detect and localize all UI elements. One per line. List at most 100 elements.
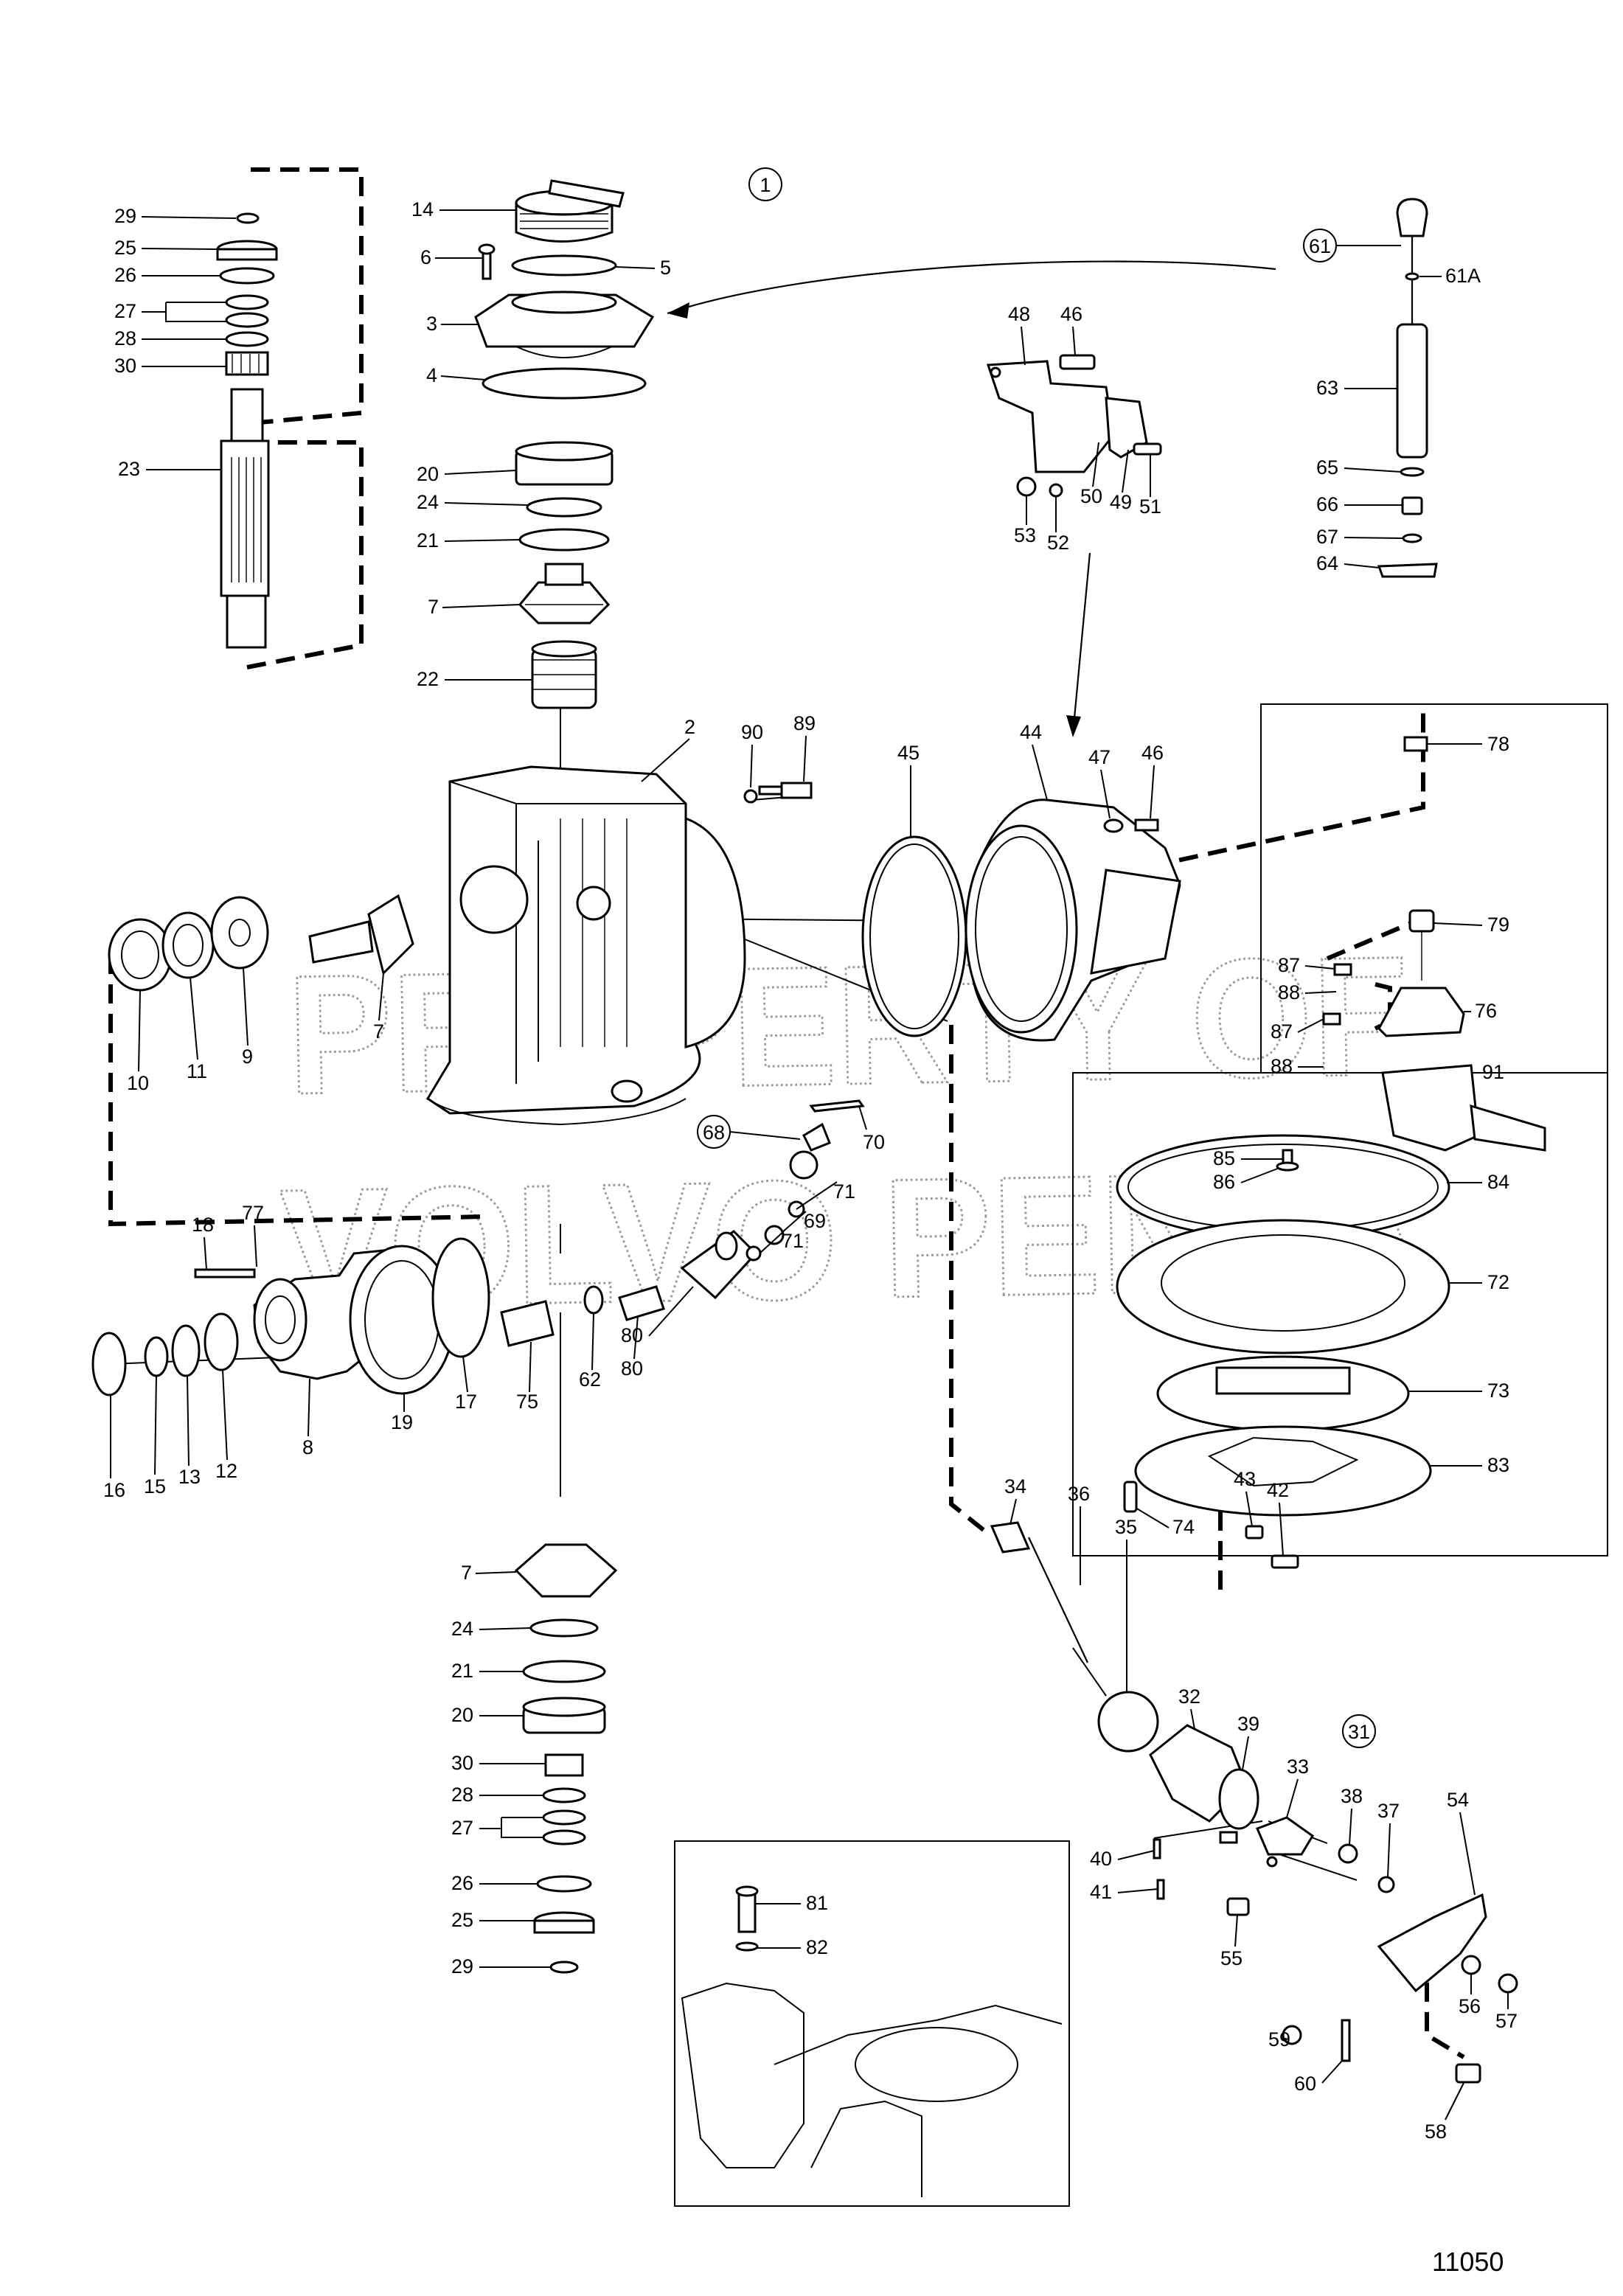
label-27: 27 <box>114 300 136 322</box>
label-2: 2 <box>684 716 695 738</box>
label-30: 30 <box>114 355 136 377</box>
label-53: 53 <box>1014 524 1036 546</box>
center-small-parts <box>500 1099 865 1347</box>
label-71-upper: 71 <box>833 1180 855 1203</box>
label-20: 20 <box>417 463 439 485</box>
label-37: 37 <box>1377 1800 1400 1822</box>
label-85: 85 <box>1213 1147 1235 1169</box>
callout-31: 31 <box>1348 1721 1370 1743</box>
label-64: 64 <box>1316 552 1338 574</box>
label-45: 45 <box>897 742 920 764</box>
label-25: 25 <box>114 237 136 259</box>
label-63: 63 <box>1316 377 1338 399</box>
callout-circles: 1 31 61 68 <box>697 167 1401 1748</box>
label-74: 74 <box>1172 1516 1195 1538</box>
label-10: 10 <box>127 1072 149 1094</box>
label-18: 18 <box>192 1214 214 1236</box>
label-73: 73 <box>1487 1380 1509 1402</box>
callout-61: 61 <box>1309 235 1331 257</box>
label-71-lower: 71 <box>782 1230 804 1252</box>
label-6: 6 <box>420 246 431 268</box>
inset-view-drawing <box>681 1885 1063 2197</box>
label-7: 7 <box>428 596 439 618</box>
label-82: 82 <box>806 1936 828 1958</box>
mounting-assembly-box-outer <box>1260 703 1608 1073</box>
label-70: 70 <box>863 1131 885 1153</box>
label-78: 78 <box>1487 733 1509 755</box>
label-86: 86 <box>1213 1171 1235 1193</box>
label-41: 41 <box>1090 1881 1112 1903</box>
mount-internals <box>1116 736 1546 1517</box>
label-33: 33 <box>1287 1756 1309 1778</box>
label-28b: 28 <box>451 1784 473 1806</box>
label-76: 76 <box>1475 1000 1497 1022</box>
label-21b: 21 <box>451 1660 473 1682</box>
label-62: 62 <box>579 1368 601 1391</box>
label-66: 66 <box>1316 493 1338 515</box>
label-15: 15 <box>144 1475 166 1497</box>
label-13: 13 <box>178 1466 201 1488</box>
label-40: 40 <box>1090 1848 1112 1870</box>
label-14: 14 <box>411 198 434 220</box>
bearing-housing-8 <box>91 1237 490 1396</box>
label-60: 60 <box>1294 2073 1316 2095</box>
label-58: 58 <box>1425 2121 1447 2143</box>
label-20b: 20 <box>451 1704 473 1726</box>
label-79: 79 <box>1487 914 1509 936</box>
label-88-lower: 88 <box>1271 1055 1293 1077</box>
label-4: 4 <box>426 364 437 386</box>
label-72: 72 <box>1487 1271 1509 1293</box>
label-21: 21 <box>417 529 439 552</box>
label-26: 26 <box>114 264 136 286</box>
shift-assembly <box>990 1521 1518 2084</box>
label-32: 32 <box>1178 1686 1200 1708</box>
label-26b: 26 <box>451 1872 473 1894</box>
label-28: 28 <box>114 327 136 349</box>
label-54: 54 <box>1447 1789 1469 1811</box>
drawing-number: 11050 <box>1432 2247 1504 2277</box>
label-91: 91 <box>1482 1061 1504 1083</box>
label-17: 17 <box>455 1391 477 1413</box>
label-29b: 29 <box>451 1955 473 1977</box>
label-36: 36 <box>1068 1483 1090 1505</box>
label-7c: 7 <box>461 1562 472 1584</box>
label-51: 51 <box>1139 495 1161 518</box>
o-ring-45 <box>861 835 967 1037</box>
label-90: 90 <box>741 721 763 743</box>
label-67: 67 <box>1316 526 1338 548</box>
label-81: 81 <box>806 1892 828 1914</box>
label-88-upper: 88 <box>1278 981 1300 1003</box>
label-55: 55 <box>1220 1947 1243 1969</box>
label-12: 12 <box>215 1460 237 1482</box>
inset-view-box <box>674 1840 1070 2207</box>
cable-61-assembly <box>1377 198 1438 578</box>
label-75: 75 <box>516 1391 538 1413</box>
label-23: 23 <box>118 458 140 480</box>
label-69: 69 <box>804 1210 826 1232</box>
part-labels: 29 25 26 27 28 30 23 14 6 5 3 4 20 24 21… <box>103 198 1518 2143</box>
label-46-upper: 46 <box>1060 303 1082 325</box>
label-30b: 30 <box>451 1752 473 1774</box>
label-48: 48 <box>1008 303 1030 325</box>
label-89: 89 <box>793 712 816 734</box>
label-83: 83 <box>1487 1454 1509 1476</box>
label-34: 34 <box>1004 1475 1026 1497</box>
label-87-lower: 87 <box>1271 1020 1293 1043</box>
bottom-gear-stack <box>514 1543 618 1974</box>
pinion-assembly <box>108 894 414 992</box>
top-cover-stack <box>474 179 655 709</box>
label-87-upper: 87 <box>1278 954 1300 976</box>
label-24b: 24 <box>451 1618 473 1640</box>
label-16: 16 <box>103 1479 125 1501</box>
shaft-23-assembly <box>216 212 278 649</box>
cover-44 <box>965 799 1181 1042</box>
label-25b: 25 <box>451 1909 473 1931</box>
label-61A: 61A <box>1445 265 1481 287</box>
label-65: 65 <box>1316 456 1338 479</box>
label-77: 77 <box>242 1202 264 1224</box>
label-7b: 7 <box>373 1020 384 1043</box>
label-29: 29 <box>114 205 136 227</box>
label-38: 38 <box>1341 1785 1363 1807</box>
callout-1: 1 <box>760 174 771 196</box>
